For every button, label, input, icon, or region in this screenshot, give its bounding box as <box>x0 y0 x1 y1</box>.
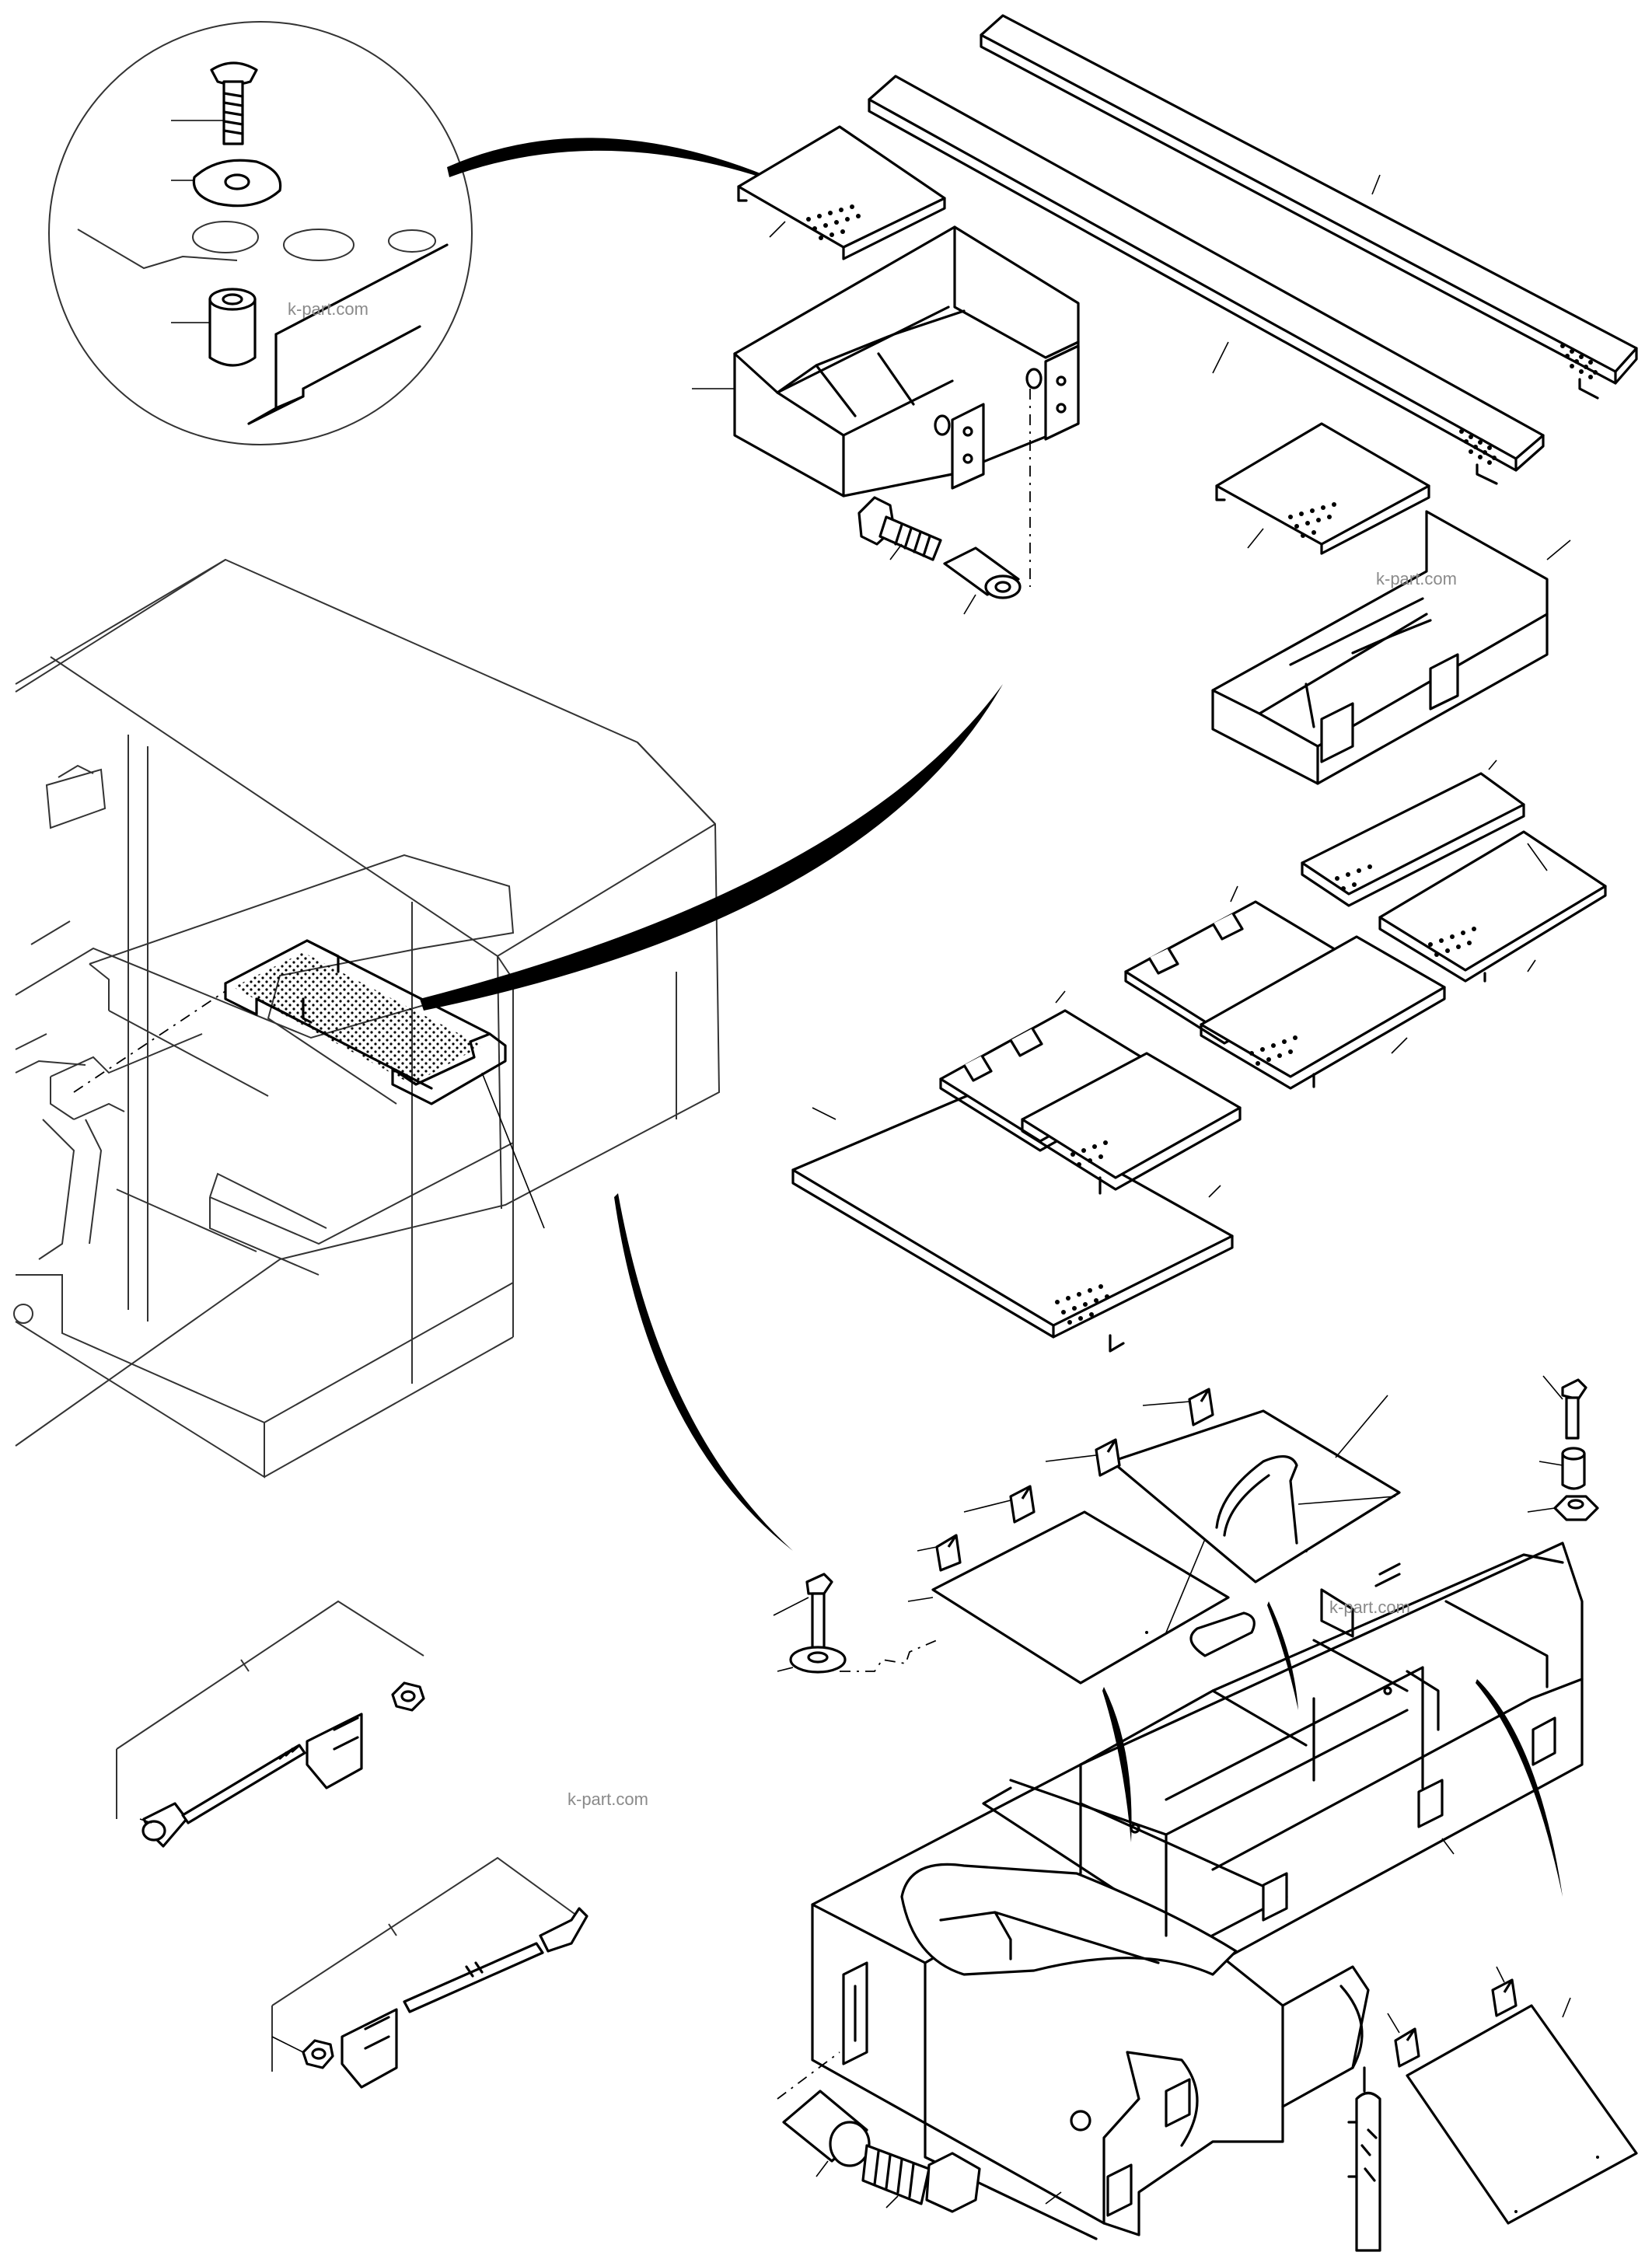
bolt-with-washer-icon <box>773 1573 938 1674</box>
callout-swoosh <box>420 684 1003 1011</box>
washer-icon <box>171 159 282 208</box>
rod-assembly-upper <box>116 1600 425 1848</box>
long-cover-rail-upper <box>980 14 1638 400</box>
perforated-plate-4 <box>1378 830 1607 983</box>
watermark-text: k-part.com <box>288 299 368 319</box>
machine-body-context <box>13 558 721 1479</box>
hex-bolt-icon <box>857 496 942 561</box>
spacer-sleeve-icon <box>171 288 257 367</box>
hex-bolt-icon <box>861 2144 981 2213</box>
watermark-text: k-part.com <box>1329 1597 1410 1617</box>
callout-swoosh <box>614 1193 793 1551</box>
watermark-text: k-part.com <box>568 1789 648 1809</box>
countersunk-screw-icon <box>171 61 258 145</box>
notched-plate-2 <box>1124 885 1354 1045</box>
highlighted-cover-in-machine <box>73 939 545 1229</box>
perforated-plate-1 <box>1021 1052 1242 1198</box>
bottom-cover-plate <box>1387 1966 1638 2225</box>
callout-swoosh <box>1267 1601 1298 1710</box>
small-cover-plate-2 <box>1215 422 1430 555</box>
support-box-lower: k-part.com <box>1211 510 1571 785</box>
perforated-plate-3 <box>1301 759 1525 907</box>
detail-callout-circle: k-part.com <box>48 21 473 445</box>
perforated-plate-2 <box>1200 935 1446 1090</box>
bolt-spacer-nut-icon <box>1527 1375 1599 1521</box>
long-cover-rail-lower <box>868 75 1545 485</box>
lid-clips <box>917 1388 1214 1572</box>
watermark-text: k-part.com <box>1376 569 1457 588</box>
main-frame: k-part.com <box>811 1541 1584 2240</box>
support-box-upper <box>692 225 1080 498</box>
callout-swoosh <box>1102 1687 1132 1842</box>
cover-plate-large <box>791 1091 1234 1353</box>
roller-sleeve-icon <box>777 2051 871 2177</box>
lid-panels <box>907 1395 1401 1685</box>
fitting-icon <box>1347 2066 1381 2252</box>
rod-assembly-lower <box>271 1856 589 2089</box>
spacer-sleeve-icon <box>943 546 1022 615</box>
small-cover-plate-1 <box>737 125 946 260</box>
callout-swoosh <box>447 138 809 194</box>
